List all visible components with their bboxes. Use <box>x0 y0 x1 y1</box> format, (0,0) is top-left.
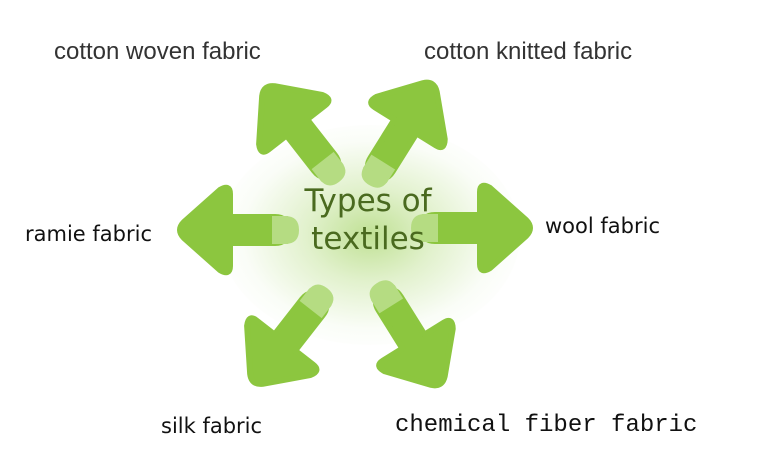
center-title-line-2: textiles <box>311 221 425 257</box>
arrow-down-right-icon <box>341 261 476 407</box>
label-ramie-fabric: ramie fabric <box>25 222 152 246</box>
label-silk-fabric: silk fabric <box>161 414 263 438</box>
label-wool-fabric: wool fabric <box>545 214 660 238</box>
label-chemical-fiber-fabric: chemical fiber fabric <box>395 412 698 439</box>
center-title: Types of textiles <box>268 182 468 258</box>
arrow-down-left-icon <box>221 262 361 408</box>
label-cotton-knitted-fabric: cotton knitted fabric <box>424 38 633 65</box>
center-title-line-1: Types of <box>304 183 432 219</box>
label-cotton-woven-fabric: cotton woven fabric <box>54 38 261 65</box>
